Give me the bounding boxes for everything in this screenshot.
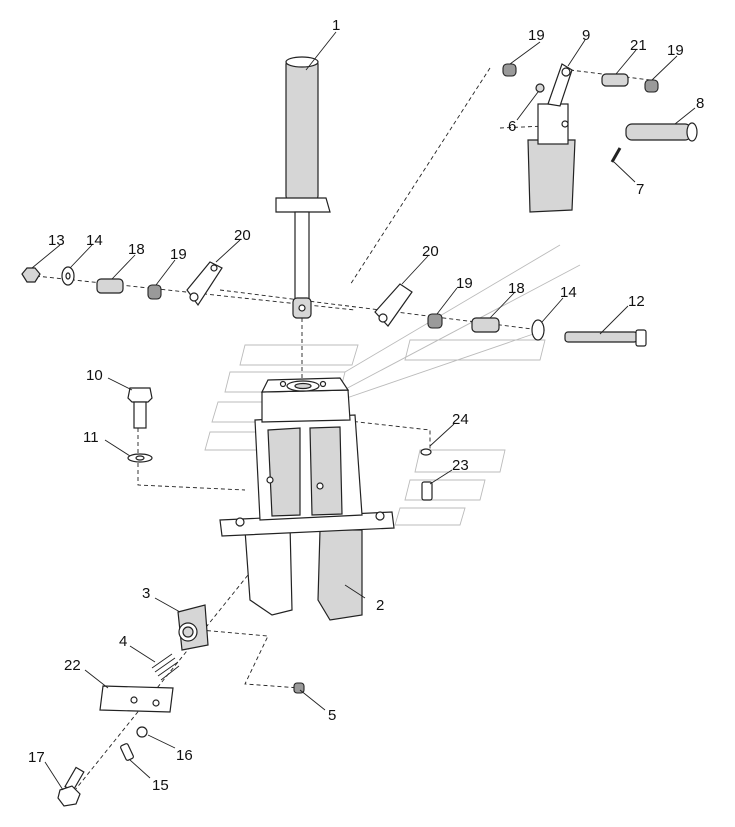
right-chain-parts	[374, 283, 647, 347]
callout-12: 12	[628, 293, 645, 310]
callout-14b: 14	[560, 284, 577, 301]
callout-18b: 18	[508, 280, 525, 297]
part-22-plate	[99, 685, 174, 713]
callout-labels: 1 2 3 4 5 6 7 8 9 10 11 12 13 14 14 15 1…	[28, 17, 704, 794]
callout-6: 6	[508, 118, 516, 135]
callout-2: 2	[376, 597, 384, 614]
part-8-pin	[625, 122, 698, 142]
left-chain-parts	[21, 261, 223, 307]
callout-1: 1	[332, 17, 340, 34]
callout-13: 13	[48, 232, 65, 249]
part-2-housing	[219, 377, 395, 621]
part-5-plug	[293, 682, 305, 694]
callout-24: 24	[452, 411, 469, 428]
top-bushings	[502, 63, 659, 93]
callout-4: 4	[119, 633, 127, 650]
part-7-screw	[610, 147, 622, 163]
callout-19b: 19	[456, 275, 473, 292]
callout-19d: 19	[667, 42, 684, 59]
callout-10: 10	[86, 367, 103, 384]
part-16-nut	[136, 726, 148, 738]
callout-18a: 18	[128, 241, 145, 258]
part-17-bolt	[57, 766, 85, 807]
callout-19a: 19	[170, 246, 187, 263]
callout-11: 11	[83, 429, 99, 446]
callout-17: 17	[28, 749, 45, 766]
callout-20a: 20	[234, 227, 251, 244]
part-9-assembly	[527, 63, 576, 213]
callout-16: 16	[176, 747, 193, 764]
callout-5: 5	[328, 707, 336, 724]
callout-7: 7	[636, 181, 644, 198]
callout-14a: 14	[86, 232, 103, 249]
callout-3: 3	[142, 585, 150, 602]
callout-20b: 20	[422, 243, 439, 260]
part-4-spring	[151, 653, 180, 681]
part-1-column	[275, 56, 331, 319]
part-6-nut	[535, 83, 545, 93]
callout-9: 9	[582, 27, 590, 44]
part-10-bolt	[127, 387, 153, 429]
callout-15: 15	[152, 777, 169, 794]
callout-8: 8	[696, 95, 704, 112]
leader-lines	[31, 31, 696, 791]
part-15-screw	[120, 743, 134, 761]
callout-22: 22	[64, 657, 81, 674]
part-23-screw	[421, 481, 433, 501]
callout-21: 21	[630, 37, 647, 54]
part-24-washer	[420, 448, 432, 456]
callout-19c: 19	[528, 27, 545, 44]
part-11-washer	[127, 453, 153, 463]
callout-23: 23	[452, 457, 469, 474]
part-3-cap	[177, 604, 209, 651]
